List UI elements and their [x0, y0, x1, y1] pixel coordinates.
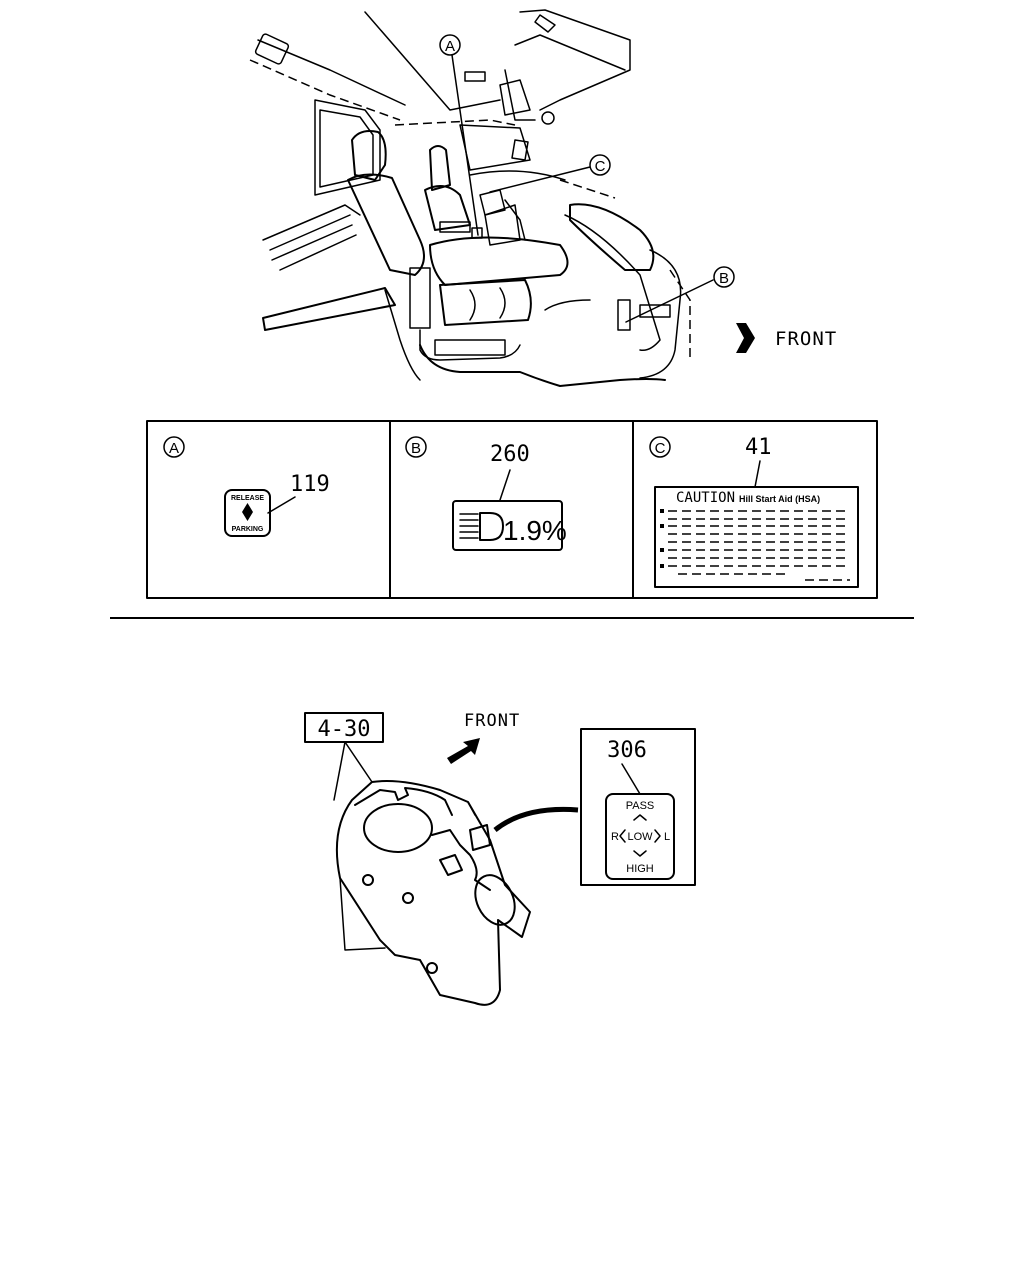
svg-text:306: 306 [607, 738, 647, 763]
svg-text:PASS: PASS [626, 800, 655, 812]
front-indicator-cab: FRONT [736, 323, 837, 353]
combination-switch-illustration [335, 780, 579, 1006]
panel-a: A 119 RELEASE PARKING [163, 436, 330, 537]
svg-text:C: C [595, 158, 606, 175]
label-panels-table [146, 420, 878, 599]
headlamp-icon [459, 512, 504, 541]
svg-text:A: A [445, 38, 455, 55]
panel-b: B 260 1.9% [405, 436, 567, 551]
cab-interior-illustration [249, 9, 714, 387]
panel-c: C 41 CAUTION Hill Start Aid (HSA) [649, 435, 859, 588]
double-arrow-icon [242, 503, 253, 521]
callout-c: C [589, 154, 611, 176]
svg-text:260: 260 [490, 442, 530, 467]
headlamp-leveling-display [452, 500, 563, 551]
svg-text:R: R [611, 831, 619, 843]
dimmer-switch-label [605, 793, 675, 880]
svg-text:4-30: 4-30 [318, 717, 371, 742]
svg-text:A: A [169, 440, 179, 457]
svg-text:PARKING: PARKING [232, 526, 264, 533]
front-arrow-icon [736, 323, 755, 353]
svg-text:B: B [719, 270, 729, 287]
svg-text:L: L [664, 831, 670, 843]
svg-text:FRONT: FRONT [464, 711, 520, 731]
front-arrow-icon [447, 738, 480, 764]
svg-text:Hill Start Aid (HSA): Hill Start Aid (HSA) [739, 494, 820, 504]
caution-label [654, 486, 859, 588]
callout-a: A [439, 34, 461, 56]
dimmer-switch-label-box: 306 PASS R LOW L HIGH [580, 728, 696, 886]
svg-text:FRONT: FRONT [775, 328, 837, 350]
callout-b: B [713, 266, 735, 288]
svg-text:B: B [411, 440, 421, 457]
svg-text:1.9%: 1.9% [503, 515, 567, 546]
reference-box: 4-30 [304, 712, 384, 801]
svg-text:RELEASE: RELEASE [231, 495, 264, 502]
svg-text:41: 41 [745, 435, 772, 460]
svg-text:C: C [655, 440, 666, 457]
svg-text:119: 119 [290, 472, 330, 497]
svg-text:LOW: LOW [627, 831, 653, 843]
parking-brake-label [224, 489, 271, 537]
front-indicator-switch: FRONT [447, 711, 520, 764]
svg-text:HIGH: HIGH [626, 863, 654, 875]
caution-text-lines [660, 509, 850, 581]
svg-text:CAUTION: CAUTION [676, 490, 735, 506]
